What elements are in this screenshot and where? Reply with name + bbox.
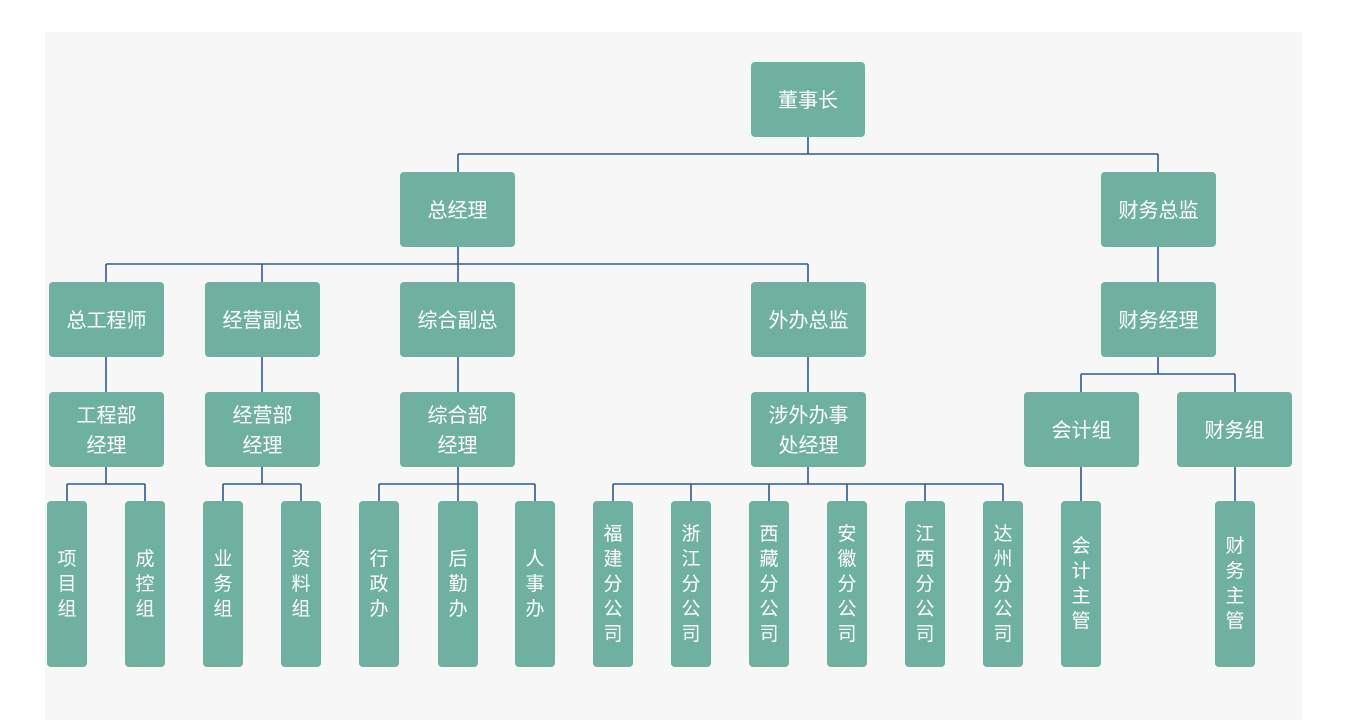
- node-dazhou-branch: 达州分公司: [983, 501, 1023, 667]
- node-accounting-group: 会计组: [1024, 392, 1139, 467]
- node-accounting-supervisor: 会计主管: [1061, 501, 1101, 667]
- connector-admin-dept: [378, 467, 536, 501]
- node-label: 福建分公司: [603, 522, 623, 645]
- connector-ops-dept: [222, 467, 302, 501]
- node-label: 江西分公司: [915, 522, 935, 645]
- connector-eng-dept: [66, 467, 146, 501]
- node-label: 后勤办: [448, 547, 468, 620]
- node-foreign-director: 外办总监: [751, 282, 866, 357]
- node-logistics-office: 后勤办: [438, 501, 478, 667]
- node-eng-dept-manager: 工程部 经理: [49, 392, 164, 467]
- node-cost-control-group: 成控组: [125, 501, 165, 667]
- node-label: 行政办: [369, 547, 389, 620]
- node-label: 外办总监: [768, 307, 849, 332]
- node-label: 董事长: [778, 87, 838, 112]
- node-finance-supervisor: 财务主管: [1215, 501, 1255, 667]
- connector-chairman: [457, 137, 1159, 172]
- node-label: 总工程师: [66, 307, 147, 332]
- node-ops-vp: 经营副总: [205, 282, 320, 357]
- node-label: 经营部 经理: [232, 402, 293, 457]
- node-label: 资料组: [291, 547, 311, 620]
- node-hr-office: 人事办: [515, 501, 555, 667]
- node-label: 安徽分公司: [837, 522, 857, 645]
- node-gm: 总经理: [400, 172, 515, 247]
- node-label: 财务主管: [1225, 535, 1245, 632]
- node-finance-group: 财务组: [1177, 392, 1292, 467]
- node-label: 工程部 经理: [76, 402, 137, 457]
- node-finance-manager: 财务经理: [1101, 282, 1216, 357]
- node-label: 经营副总: [222, 307, 303, 332]
- node-label: 达州分公司: [993, 522, 1013, 645]
- node-chief-engineer: 总工程师: [49, 282, 164, 357]
- node-label: 综合副总: [417, 307, 498, 332]
- node-fujian-branch: 福建分公司: [593, 501, 633, 667]
- node-chairman: 董事长: [751, 62, 865, 137]
- node-zhejiang-branch: 浙江分公司: [671, 501, 711, 667]
- node-label: 西藏分公司: [759, 522, 779, 645]
- connector-vps: [105, 357, 809, 392]
- node-foreign-office-manager: 涉外办事 处经理: [751, 392, 866, 467]
- connector-foreign-office: [612, 467, 1004, 501]
- node-label: 项目组: [57, 547, 77, 620]
- node-ops-dept-manager: 经营部 经理: [205, 392, 320, 467]
- connector-gm: [105, 247, 809, 282]
- node-label: 财务组: [1204, 417, 1265, 442]
- node-label: 业务组: [213, 547, 233, 620]
- node-label: 涉外办事 处经理: [768, 402, 849, 457]
- node-admin-office: 行政办: [359, 501, 399, 667]
- node-label: 会计组: [1051, 417, 1112, 442]
- connector-groups: [1080, 467, 1236, 501]
- node-cfo: 财务总监: [1101, 172, 1216, 247]
- node-business-group: 业务组: [203, 501, 243, 667]
- node-label: 人事办: [525, 547, 545, 620]
- node-label: 综合部 经理: [427, 402, 488, 457]
- node-label: 总经理: [427, 197, 488, 222]
- node-project-group: 项目组: [47, 501, 87, 667]
- node-document-group: 资料组: [281, 501, 321, 667]
- node-jiangxi-branch: 江西分公司: [905, 501, 945, 667]
- node-label: 财务经理: [1118, 307, 1199, 332]
- node-label: 浙江分公司: [681, 522, 701, 645]
- node-admin-dept-manager: 综合部 经理: [400, 392, 515, 467]
- node-label: 财务总监: [1118, 197, 1199, 222]
- connector-finance-manager: [1080, 357, 1236, 392]
- node-tibet-branch: 西藏分公司: [749, 501, 789, 667]
- node-label: 成控组: [135, 547, 155, 620]
- node-admin-vp: 综合副总: [400, 282, 515, 357]
- node-label: 会计主管: [1071, 535, 1091, 632]
- node-anhui-branch: 安徽分公司: [827, 501, 867, 667]
